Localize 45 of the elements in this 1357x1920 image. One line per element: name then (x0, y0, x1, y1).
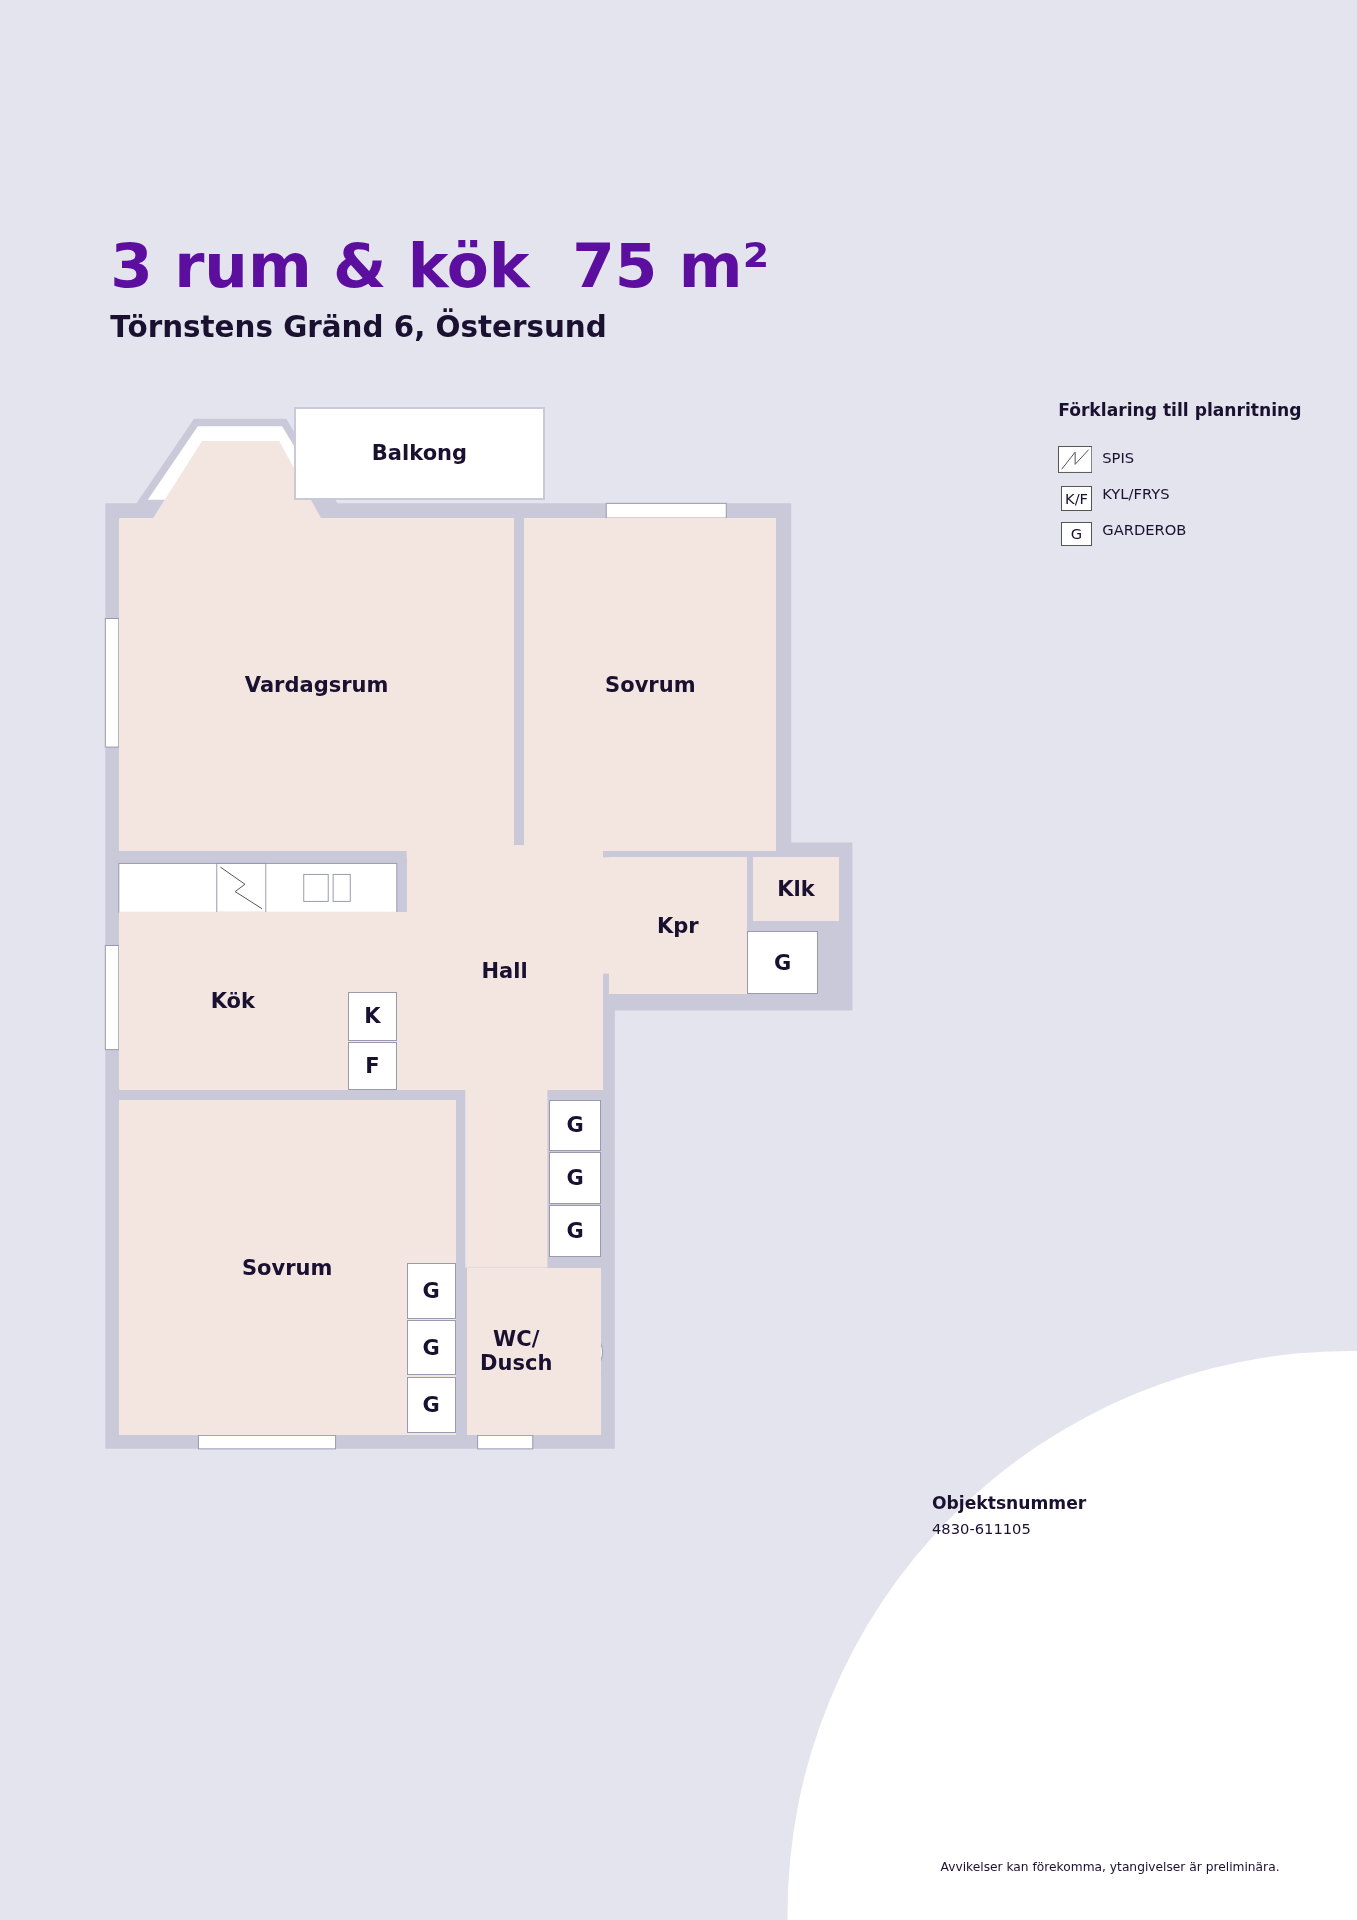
room-label: G (422, 1392, 440, 1417)
room-label: G (566, 1166, 584, 1191)
wardrobe-box (406, 1320, 456, 1376)
footnote: Avvikelser kan förekomma, ytangivelser är preliminära. (940, 1860, 1280, 1875)
legend-text: GARDEROB (1102, 520, 1187, 538)
room-label: Sovrum (241, 1255, 333, 1280)
legend-text: SPIS (1102, 449, 1135, 467)
wardrobe-box (548, 1099, 602, 1152)
room-label: G (422, 1278, 440, 1303)
room-area (118, 912, 407, 1090)
reference-number: 4830-611105 (932, 1519, 1031, 1537)
room-label: G (566, 1113, 584, 1138)
room-area (524, 518, 777, 852)
legend-symbol: G (1060, 521, 1093, 547)
freezer-box (347, 1042, 397, 1090)
room-area (466, 1267, 602, 1436)
wardrobe-box (548, 1152, 602, 1204)
room-label: Kpr (657, 913, 699, 938)
room-label: Sovrum (605, 672, 696, 697)
room-label: F (365, 1054, 380, 1079)
wardrobe-box (548, 1205, 602, 1257)
subtitle: Törnstens Gränd 6, Östersund (110, 309, 607, 344)
legend-text: KYL/FRYS (1102, 485, 1170, 502)
room-label: WC/ Dusch (479, 1327, 554, 1376)
room-label: G (566, 1218, 584, 1243)
room-label: Balkong (371, 441, 468, 466)
room-label: Hall (481, 958, 528, 983)
room-label: G (422, 1335, 440, 1360)
wardrobe-box (406, 1376, 456, 1433)
wardrobe-box (406, 1262, 456, 1319)
balcony (293, 406, 545, 500)
title: 3 rum & kök 75 m² (110, 230, 770, 302)
fridge-box (347, 992, 397, 1041)
wardrobe-box (747, 930, 819, 995)
room-area (608, 857, 748, 995)
room-label: Klk (777, 877, 815, 902)
legend-symbol: K/F (1060, 486, 1093, 511)
room-area (118, 1099, 456, 1436)
room-label: Kök (210, 989, 255, 1014)
heading: Objektsnummer (932, 1492, 1087, 1513)
room-label: K (364, 1004, 381, 1029)
room-label: G (773, 950, 792, 975)
room-area (753, 857, 839, 921)
room-label: Vardagsrum (244, 672, 389, 697)
legend-heading: Förklaring till planritning (1058, 400, 1302, 421)
